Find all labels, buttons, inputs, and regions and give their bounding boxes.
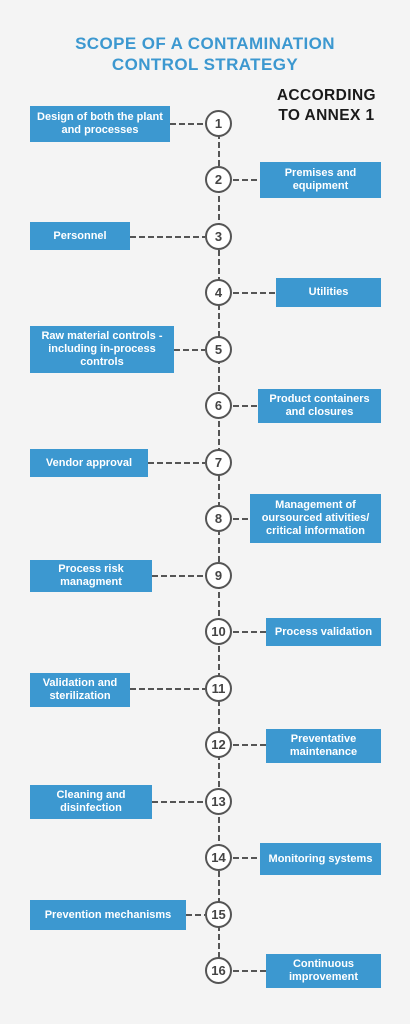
step-label-3: Personnel (30, 222, 130, 250)
subtitle: ACCORDING TO ANNEX 1 (277, 86, 376, 126)
title-line-2: CONTROL STRATEGY (111, 55, 299, 74)
step-label-13: Cleaning and disinfection (30, 785, 152, 819)
step-label-12: Preventative maintenance (266, 729, 381, 763)
step-label-8: Management of oursourced ativities/ crit… (250, 494, 381, 543)
step-number-9: 9 (205, 562, 232, 589)
title-line-1: SCOPE OF A CONTAMINATION (75, 34, 335, 53)
step-number-10: 10 (205, 618, 232, 645)
step-number-7: 7 (205, 449, 232, 476)
step-label-16: Continuous improvement (266, 954, 381, 988)
step-number-3: 3 (205, 223, 232, 250)
step-number-11: 11 (205, 675, 232, 702)
step-label-10: Process validation (266, 618, 381, 646)
page-title: SCOPE OF A CONTAMINATION CONTROL STRATEG… (0, 33, 410, 75)
subtitle-line-2: TO ANNEX 1 (278, 107, 375, 124)
step-number-8: 8 (205, 505, 232, 532)
step-number-15: 15 (205, 901, 232, 928)
step-label-11: Validation and sterilization (30, 673, 130, 707)
step-number-5: 5 (205, 336, 232, 363)
step-label-1: Design of both the plant and processes (30, 106, 170, 142)
step-label-15: Prevention mechanisms (30, 900, 186, 930)
step-number-6: 6 (205, 392, 232, 419)
step-label-5: Raw material controls - including in-pro… (30, 326, 174, 373)
step-label-14: Monitoring systems (260, 843, 381, 875)
step-label-9: Process risk managment (30, 560, 152, 592)
step-number-13: 13 (205, 788, 232, 815)
step-label-6: Product containers and closures (258, 389, 381, 423)
step-number-2: 2 (205, 166, 232, 193)
step-label-4: Utilities (276, 278, 381, 307)
subtitle-line-1: ACCORDING (276, 87, 376, 104)
step-number-16: 16 (205, 957, 232, 984)
step-label-7: Vendor approval (30, 449, 148, 477)
step-label-2: Premises and equipment (260, 162, 381, 198)
step-number-14: 14 (205, 844, 232, 871)
step-number-12: 12 (205, 731, 232, 758)
step-number-1: 1 (205, 110, 232, 137)
step-number-4: 4 (205, 279, 232, 306)
